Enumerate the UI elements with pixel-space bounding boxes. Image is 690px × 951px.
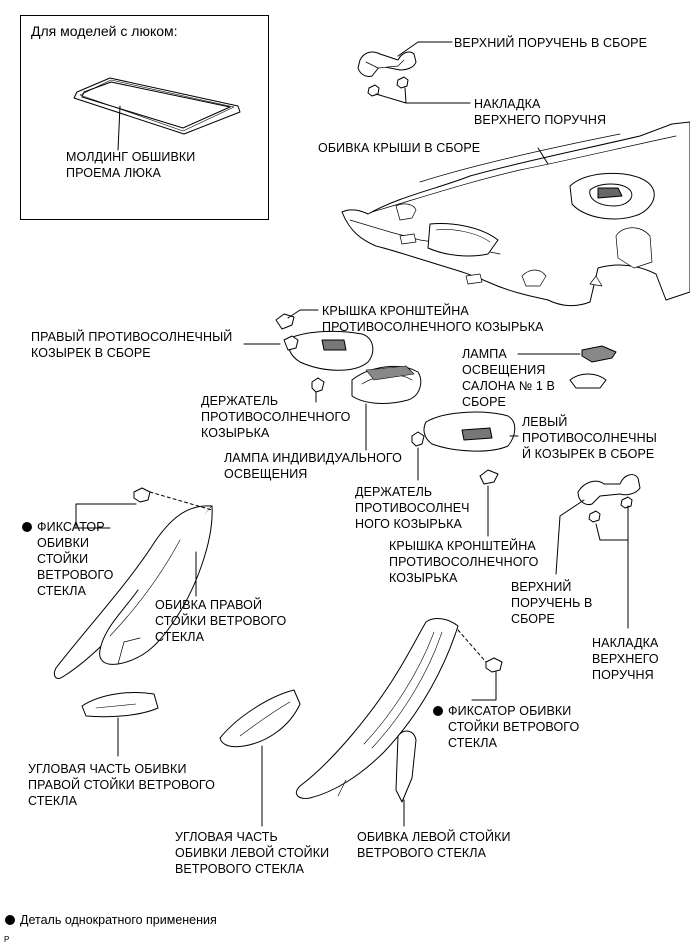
pillar-clip-right-drawing bbox=[133, 487, 151, 503]
one-time-use-marker bbox=[22, 522, 32, 532]
leader-upper-grip-2 bbox=[555, 499, 585, 575]
room-lamp-drawing bbox=[569, 345, 617, 389]
label-left-corner-piece: УГЛОВАЯ ЧАСТЬ ОБИВКИ ЛЕВОЙ СТОЙКИ ВЕТРОВ… bbox=[175, 830, 330, 876]
upper-grip-2-drawing bbox=[577, 474, 641, 523]
dashed-clip-line-2 bbox=[457, 629, 487, 663]
visor-bracket-cover-top bbox=[275, 313, 295, 330]
dashed-clip-line bbox=[149, 491, 213, 511]
label-room-lamp: ЛАМПА ОСВЕЩЕНИЯ САЛОНА № 1 В СБОРЕ bbox=[462, 347, 555, 409]
label-roof-headlining: ОБИВКА КРЫШИ В СБОРЕ bbox=[318, 141, 481, 155]
label-left-pillar-garnish: ОБИВКА ЛЕВОЙ СТОЙКИ ВЕТРОВОГО СТЕКЛА bbox=[357, 830, 511, 860]
label-sunroof-molding: МОЛДИНГ ОБШИВКИ ПРОЕМА ЛЮКА bbox=[66, 150, 196, 180]
label-visor-bracket-cover-bottom: КРЫШКА КРОНШТЕЙНА ПРОТИВОСОЛНЕЧНОГО КОЗЫ… bbox=[389, 539, 539, 585]
label-right-pillar-garnish: ОБИВКА ПРАВОЙ СТОЙКИ ВЕТРОВОГО СТЕКЛА bbox=[155, 598, 287, 644]
leader-upper-grip bbox=[397, 41, 453, 57]
map-lamp-drawing bbox=[351, 365, 422, 404]
leader-pillar-clip-left bbox=[471, 671, 497, 701]
footnote: Деталь однократного применения bbox=[5, 912, 217, 928]
label-upper-grip: ВЕРХНИЙ ПОРУЧЕНЬ В СБОРЕ bbox=[454, 36, 648, 50]
label-right-visor: ПРАВЫЙ ПРОТИВОСОЛНЕЧНЫЙ КОЗЫРЕК В СБОРЕ bbox=[31, 330, 233, 360]
leader-sunroof-molding bbox=[117, 105, 121, 151]
visor-bracket-cover-bottom bbox=[479, 469, 499, 485]
visor-holder-left-drawing bbox=[411, 431, 425, 447]
one-time-use-marker-2 bbox=[433, 706, 443, 716]
label-left-visor: ЛЕВЫЙ ПРОТИВОСОЛНЕЧНЫ Й КОЗЫРЕК В СБОРЕ bbox=[522, 415, 657, 461]
label-visor-holder-left: ДЕРЖАТЕЛЬ ПРОТИВОСОЛНЕЧ НОГО КОЗЫРЬКА bbox=[355, 485, 470, 531]
right-sun-visor-drawing bbox=[283, 330, 374, 371]
label-upper-grip-2: ВЕРХНИЙ ПОРУЧЕНЬ В СБОРЕ bbox=[511, 580, 593, 626]
leader-upper-grip-cover bbox=[375, 87, 407, 104]
leader-upper-grip-cover-2 bbox=[595, 505, 629, 541]
left-sun-visor-drawing bbox=[423, 411, 516, 452]
label-right-corner-piece: УГЛОВАЯ ЧАСТЬ ОБИВКИ ПРАВОЙ СТОЙКИ ВЕТРО… bbox=[28, 762, 215, 808]
left-corner-piece-drawing bbox=[219, 689, 301, 748]
label-pillar-clip-left: ФИКСАТОР ОБИВКИ СТОЙКИ ВЕТРОВОГО СТЕКЛА bbox=[433, 703, 579, 751]
footnote-dot bbox=[5, 915, 15, 925]
label-visor-bracket-cover-top: КРЫШКА КРОНШТЕЙНА ПРОТИВОСОЛНЕЧНОГО КОЗЫ… bbox=[322, 304, 544, 334]
label-pillar-clip-right: ФИКСАТОР ОБИВКИ СТОЙКИ ВЕТРОВОГО СТЕКЛА bbox=[22, 519, 113, 599]
label-upper-grip-cover-2: НАКЛАДКА ВЕРХНЕГО ПОРУЧНЯ bbox=[592, 636, 659, 682]
roof-headlining-drawing bbox=[341, 121, 690, 307]
left-pillar-garnish-drawing bbox=[295, 618, 459, 803]
leader-bracket-cover-top bbox=[287, 309, 319, 319]
pillar-clip-left-drawing bbox=[485, 657, 503, 673]
figure-code: P bbox=[4, 935, 10, 944]
upper-grip-drawing bbox=[357, 51, 417, 97]
label-upper-grip-cover: НАКЛАДКА ВЕРХНЕГО ПОРУЧНЯ bbox=[474, 97, 607, 127]
right-pillar-garnish-drawing bbox=[53, 505, 213, 679]
sunroof-inset-box bbox=[20, 15, 269, 220]
inset-title: Для моделей с люком: bbox=[31, 23, 178, 39]
sunroof-molding-drawing bbox=[73, 77, 241, 135]
leader-roof bbox=[537, 147, 549, 165]
visor-holder-right-drawing bbox=[311, 377, 325, 393]
right-corner-piece-drawing bbox=[81, 692, 159, 718]
label-visor-holder-right: ДЕРЖАТЕЛЬ ПРОТИВОСОЛНЕЧНОГО КОЗЫРЬКА bbox=[201, 394, 351, 440]
leader-pillar-clip-right bbox=[75, 503, 137, 529]
label-map-lamp: ЛАМПА ИНДИВИДУАЛЬНОГО ОСВЕЩЕНИЯ bbox=[224, 451, 402, 481]
